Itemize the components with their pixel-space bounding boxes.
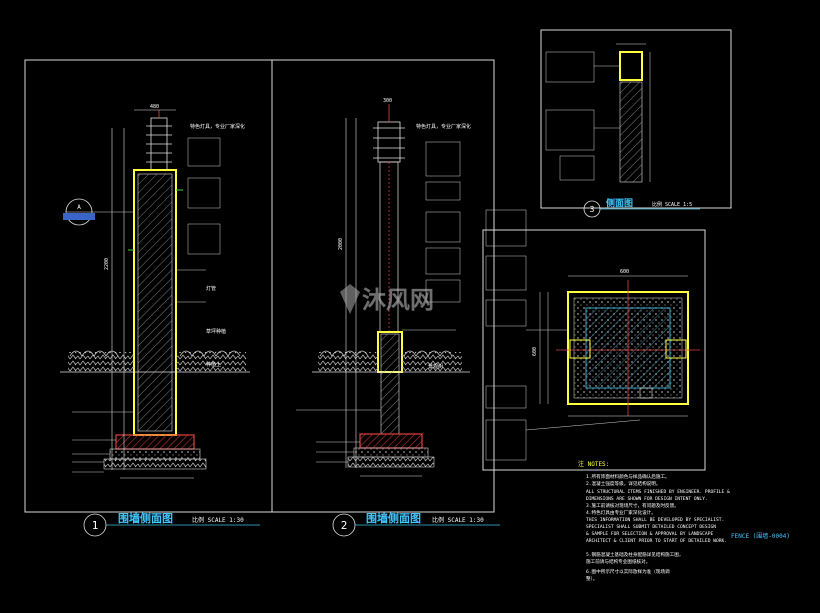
plan-callouts — [485, 209, 641, 461]
svg-text:2.混凝土强度等级，详见结构说明。: 2.混凝土强度等级，详见结构说明。 — [586, 480, 660, 487]
svg-text:特色灯具，专业厂家深化: 特色灯具，专业厂家深化 — [416, 123, 471, 130]
view-3-detail: 3 侧面图 比例 SCALE 1:5 — [545, 43, 700, 218]
svg-text:600: 600 — [532, 347, 538, 356]
lamp-fixture — [146, 110, 172, 171]
view-2-section: 300 2000 特色灯具，专业厂家深化 景观树 2 围墙侧面图 比例 SCAL… — [296, 98, 500, 537]
svg-text:围墙侧面图: 围墙侧面图 — [118, 511, 173, 525]
svg-text:注 NOTES:: 注 NOTES: — [578, 460, 609, 468]
notes-block: 注 NOTES: FENCE (围墙-0004) 1.所有饰面材料颜色与样品确认… — [578, 460, 790, 582]
column-plan: 600 600 — [485, 209, 700, 461]
svg-text:景观树: 景观树 — [428, 363, 443, 370]
svg-text:3.施工前请核对现场尺寸，有问题及时反馈。: 3.施工前请核对现场尺寸，有问题及时反馈。 — [586, 502, 679, 509]
svg-text:2: 2 — [341, 519, 348, 532]
svg-text:比例 SCALE 1:30: 比例 SCALE 1:30 — [192, 516, 244, 524]
svg-text:灯管: 灯管 — [206, 285, 216, 292]
svg-text:1.所有饰面材料颜色与样品确认后施工。: 1.所有饰面材料颜色与样品确认后施工。 — [586, 473, 670, 480]
view-3-title: 3 侧面图 比例 SCALE 1:5 — [583, 197, 700, 218]
svg-text:480: 480 — [150, 104, 159, 110]
svg-text:300: 300 — [383, 98, 392, 104]
view-1-title: 1 围墙侧面图 比例 SCALE 1:30 — [83, 511, 260, 537]
view-2-title: 2 围墙侧面图 比例 SCALE 1:30 — [332, 511, 500, 537]
svg-text:3: 3 — [590, 205, 595, 214]
svg-text:1: 1 — [92, 519, 99, 532]
svg-text:侧面图: 侧面图 — [606, 197, 633, 209]
svg-text:A: A — [77, 204, 81, 211]
svg-text:SPECIALIST SHALL SUBMIT DETAIL: SPECIALIST SHALL SUBMIT DETAILED CONCEPT… — [586, 524, 716, 530]
svg-text:比例 SCALE 1:5: 比例 SCALE 1:5 — [652, 201, 692, 208]
svg-text:6.图中所示尺寸以实际放样为准（现场调: 6.图中所示尺寸以实际放样为准（现场调 — [586, 568, 670, 575]
view-2-callouts: 特色灯具，专业厂家深化 景观树 — [296, 123, 471, 463]
svg-text:整）。: 整）。 — [586, 575, 597, 582]
view-1-callouts: 特色灯具，专业厂家深化 灯管 草坪种植 种植土 — [72, 123, 245, 473]
svg-text:施工前请与结构专业图纸核对。: 施工前请与结构专业图纸核对。 — [586, 558, 650, 565]
view-1-section: 480 2200 A 特色灯具，专业厂家深化 灯管 草坪种植 种植土 — [60, 104, 260, 537]
svg-text:ALL STRUCTURAL ITEMS FINISHED: ALL STRUCTURAL ITEMS FINISHED BY ENGINEE… — [586, 489, 730, 495]
svg-text:5.钢筋混凝土基础及柱身配筋详见结构施工图，: 5.钢筋混凝土基础及柱身配筋详见结构施工图， — [586, 551, 683, 558]
svg-text:FENCE (围墙-0004): FENCE (围墙-0004) — [731, 532, 790, 540]
svg-text:& SAMPLE FOR SELECTION & APPRO: & SAMPLE FOR SELECTION & APPROVAL BY LAN… — [586, 531, 713, 537]
watermark: 沐风网 — [340, 284, 434, 314]
svg-text:种植土: 种植土 — [206, 361, 221, 368]
svg-text:600: 600 — [620, 269, 629, 275]
svg-text:2200: 2200 — [104, 258, 110, 270]
svg-text:4.特色灯具由专业厂家深化设计。: 4.特色灯具由专业厂家深化设计。 — [586, 509, 656, 516]
sheet-frames — [24, 29, 732, 513]
svg-text:ARCHITECT & CLIENT PRIOR TO ST: ARCHITECT & CLIENT PRIOR TO START OF DET… — [586, 538, 727, 544]
detail-marker-a: A — [63, 198, 134, 226]
svg-text:2000: 2000 — [338, 238, 344, 250]
svg-text:围墙侧面图: 围墙侧面图 — [366, 511, 421, 525]
svg-text:特色灯具，专业厂家深化: 特色灯具，专业厂家深化 — [190, 123, 245, 130]
svg-text:DIMENSIONS ARE SHOWN FOR DESIG: DIMENSIONS ARE SHOWN FOR DESIGN INTENT O… — [586, 496, 708, 502]
svg-text:沐风网: 沐风网 — [362, 286, 434, 314]
svg-text:THIS INFORMATION SHALL BE DEVE: THIS INFORMATION SHALL BE DEVELOPED BY S… — [586, 517, 724, 523]
svg-text:草坪种植: 草坪种植 — [206, 328, 226, 335]
svg-text:比例 SCALE 1:30: 比例 SCALE 1:30 — [432, 516, 484, 524]
